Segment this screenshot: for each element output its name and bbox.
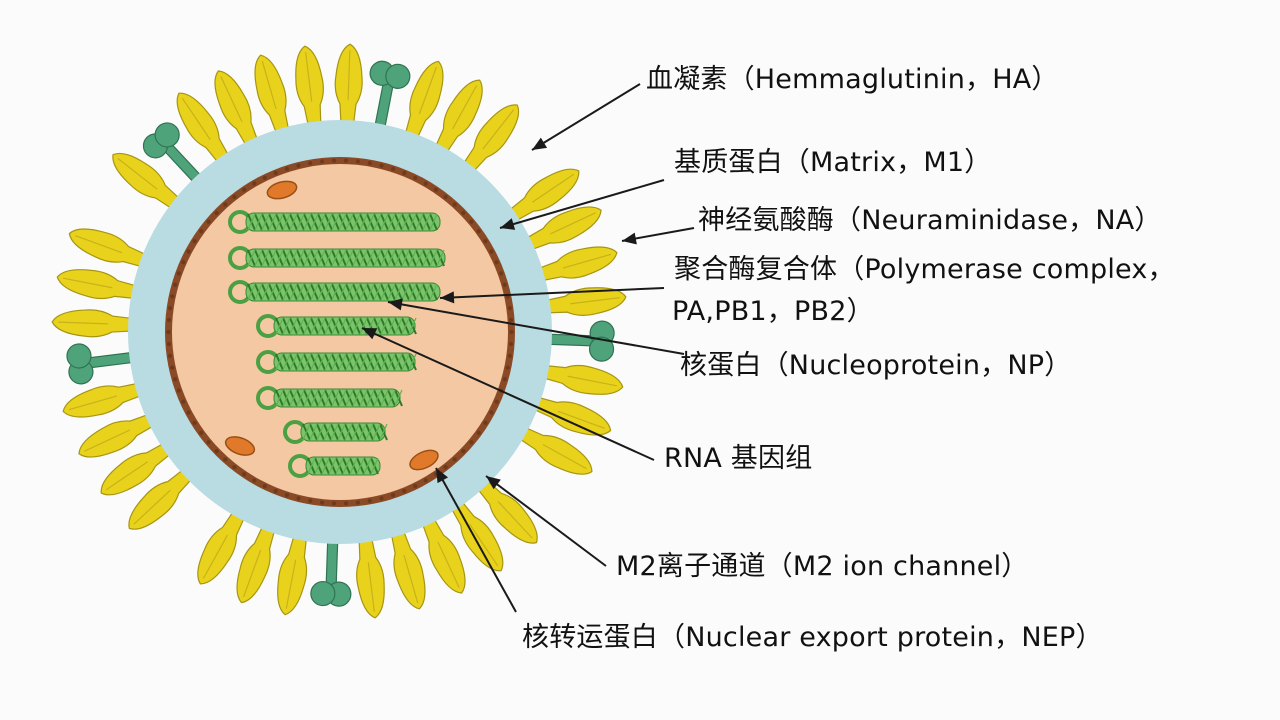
hemagglutinin-spike	[515, 425, 593, 475]
hemagglutinin-spike	[236, 521, 277, 604]
pointer-arrow	[361, 327, 655, 461]
pointer-arrow	[531, 83, 641, 151]
label-neuraminidase: 神经氨酸酶（Neuraminidase，NA）	[698, 205, 1162, 236]
label-polymerase-line2: PA,PB1，PB2）	[672, 296, 874, 327]
pointer-lines	[361, 83, 695, 613]
hemagglutinin-spike	[62, 382, 146, 418]
rnp-segment	[283, 420, 388, 444]
hemagglutinin-spike	[390, 526, 426, 610]
hemagglutinin-spike	[214, 70, 260, 150]
rnp-segment	[228, 210, 441, 234]
hemagglutinin-spike	[78, 412, 158, 458]
rnp-segment	[256, 350, 417, 374]
hemagglutinin-spike	[128, 466, 195, 530]
hemagglutinin-spike	[529, 395, 612, 436]
neuraminidase-spike	[310, 536, 352, 607]
nep-particle	[409, 449, 439, 471]
hemagglutinin-spike	[197, 507, 247, 585]
hemagglutinin-spike	[403, 60, 444, 143]
nep-particle	[224, 436, 256, 456]
hemagglutinin-spike	[56, 269, 141, 300]
hemagglutinin-spike	[522, 206, 602, 252]
rnp-segment	[256, 386, 403, 410]
pointer-arrow	[499, 179, 665, 230]
rnp-segment	[228, 246, 446, 270]
hemagglutinin-spike	[505, 168, 580, 224]
label-nuclear-export-protein: 核转运蛋白（Nuclear export protein，NEP）	[522, 622, 1103, 653]
nuclear-export-proteins	[224, 180, 439, 471]
hemagglutinin-spike	[356, 534, 385, 619]
pointer-arrow	[485, 475, 607, 567]
pointer-arrow	[387, 298, 685, 355]
neuraminidase-spike	[66, 343, 138, 385]
hemagglutinin-spike	[112, 152, 183, 212]
pointer-arrow	[435, 467, 517, 613]
hemagglutinin-spike	[176, 92, 232, 167]
hemagglutinin-spike	[100, 440, 175, 496]
hemagglutinin-spike	[295, 45, 324, 130]
hemagglutinin-spike	[254, 54, 290, 138]
nep-particle	[266, 180, 298, 200]
label-m2-channel: M2离子通道（M2 ion channel）	[616, 551, 1029, 582]
label-polymerase-line1: 聚合酶复合体（Polymerase complex，	[674, 254, 1175, 285]
hemagglutinin-spike	[334, 43, 363, 128]
hemagglutinin-spike	[277, 531, 308, 616]
label-matrix-protein: 基质蛋白（Matrix，M1）	[674, 147, 992, 178]
rnp-segment	[288, 454, 381, 478]
hemagglutinin-spike	[433, 79, 483, 157]
label-rna-genome: RNA 基因组	[664, 443, 813, 474]
rnp-segments	[228, 210, 446, 478]
rnp-segment	[256, 314, 417, 338]
hemagglutinin-spike	[542, 287, 627, 316]
pointer-arrow	[439, 287, 665, 304]
label-hemagglutinin: 血凝素（Hemmaglutinin，HA）	[646, 64, 1059, 95]
hemagglutinin-spike	[534, 246, 618, 282]
rnp-segment	[228, 280, 441, 304]
label-nucleoprotein: 核蛋白（Nucleoprotein，NP）	[680, 350, 1072, 381]
hemagglutinin-spike	[460, 104, 520, 175]
pointer-arrow	[621, 227, 695, 245]
neuraminidase-spike	[369, 60, 411, 133]
hemagglutinin-spike	[68, 228, 151, 269]
hemagglutinin-spike	[539, 364, 624, 395]
hemagglutinin-spike	[474, 477, 538, 544]
hemagglutinin-spike	[420, 514, 466, 594]
hemagglutinin-spike	[51, 309, 136, 338]
